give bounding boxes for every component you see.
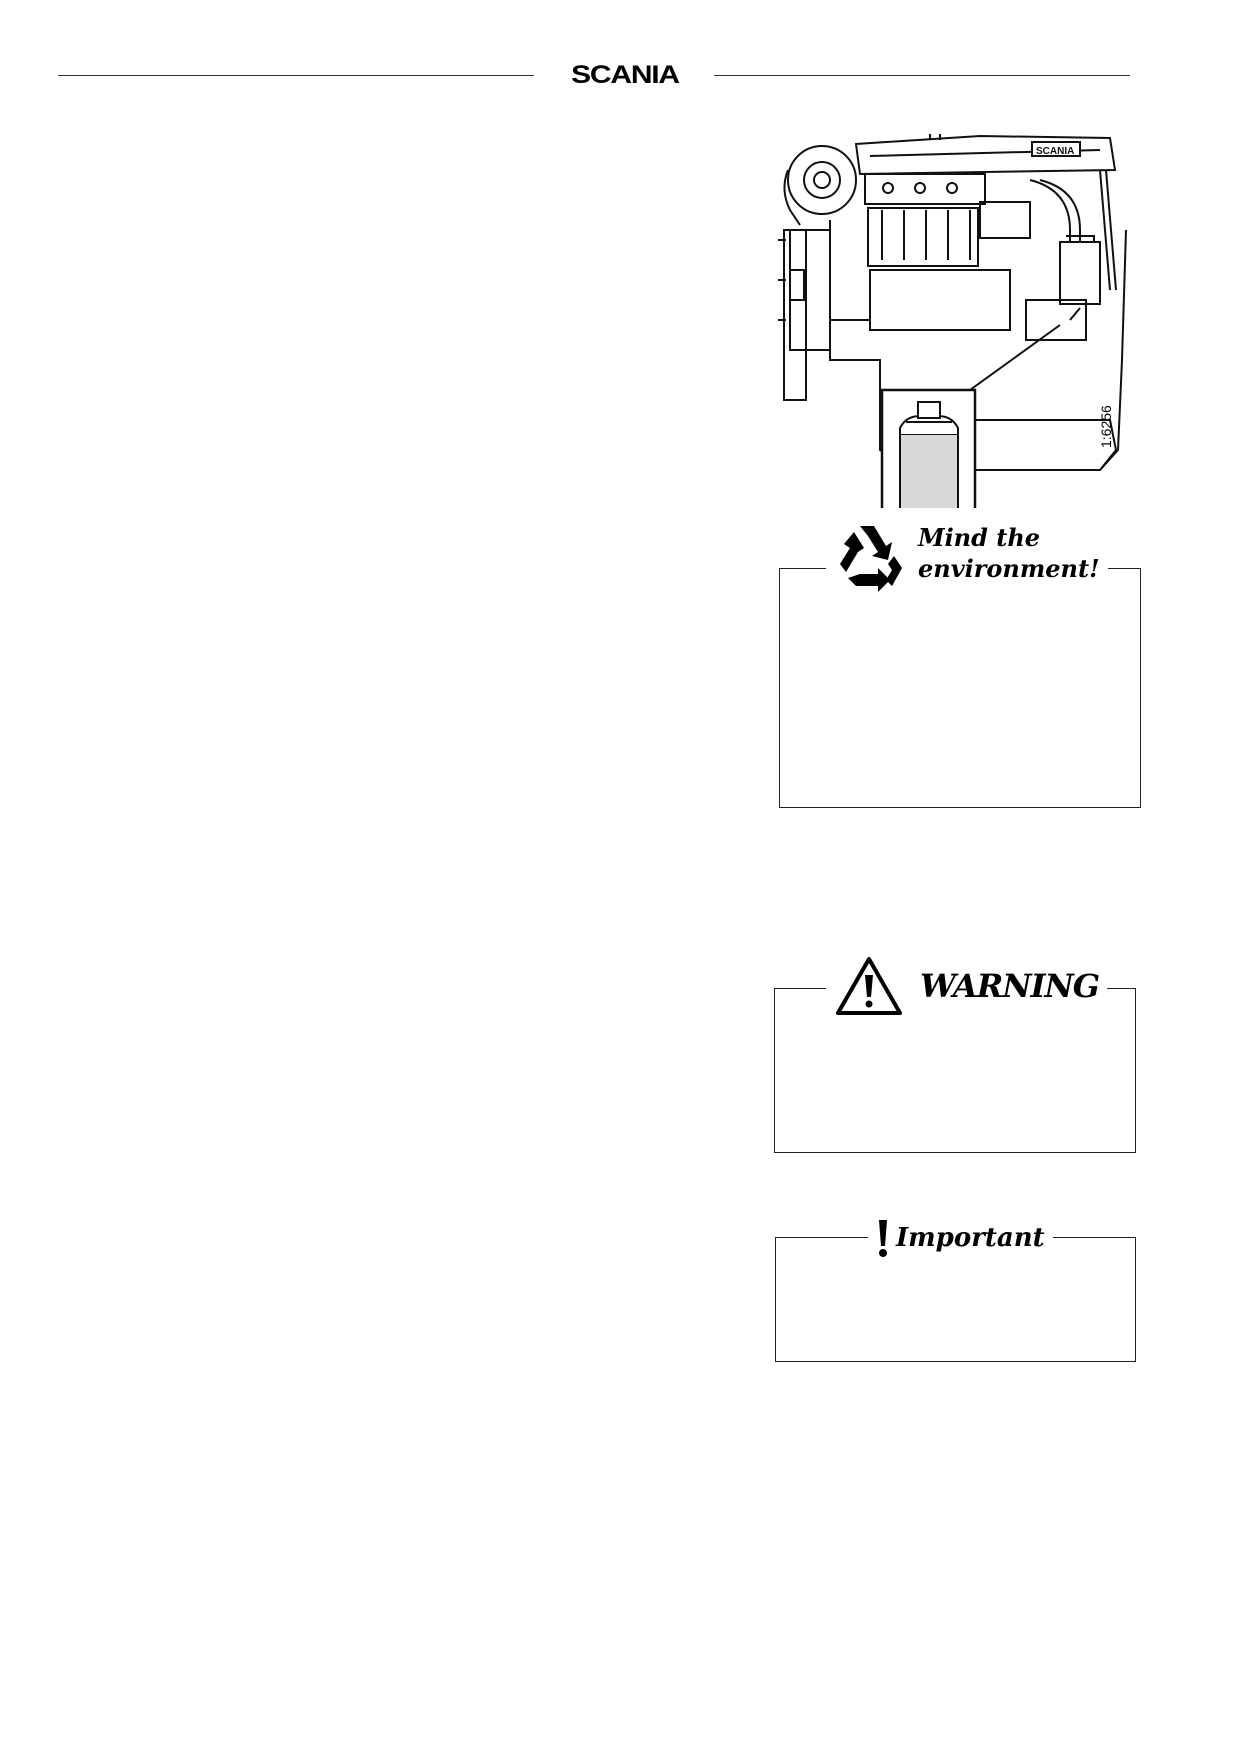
environment-notice-line2: environment! bbox=[918, 554, 1100, 583]
recycle-icon bbox=[840, 526, 902, 592]
important-notice-header: Important bbox=[868, 1218, 1053, 1258]
warning-triangle-icon bbox=[836, 957, 902, 1015]
svg-text:SCANIA: SCANIA bbox=[1036, 146, 1074, 157]
important-notice-title: Important bbox=[896, 1223, 1045, 1253]
environment-notice-header: Mind the environment! bbox=[826, 520, 1108, 592]
header-rule-left bbox=[58, 75, 534, 76]
warning-notice-title: WARNING bbox=[920, 967, 1100, 1005]
header-rule-right bbox=[714, 75, 1130, 76]
environment-notice-line1: Mind the bbox=[918, 523, 1041, 552]
engine-oil-filter-illustration: SCANIA bbox=[770, 130, 1140, 508]
warning-notice-header: WARNING bbox=[826, 955, 1108, 1017]
figure-reference-number: 1:6256 bbox=[1098, 405, 1114, 448]
scania-logo: SCANIA bbox=[571, 61, 680, 89]
environment-notice-box bbox=[779, 568, 1141, 808]
exclamation-icon bbox=[879, 1220, 887, 1257]
